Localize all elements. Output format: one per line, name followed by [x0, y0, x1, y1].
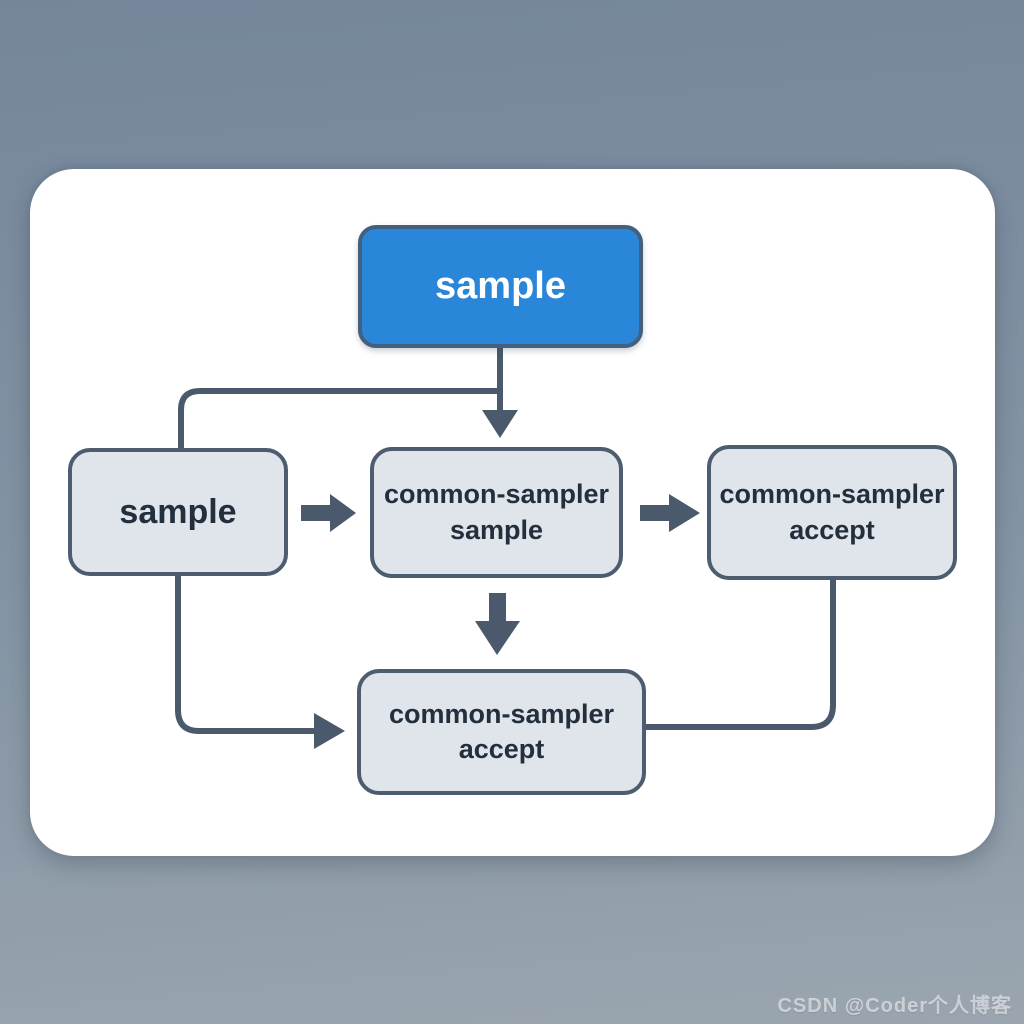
node-common-sampler-accept-right: common-sampler accept — [707, 445, 957, 580]
node-sample: sample — [68, 448, 288, 576]
node-sample-entry: sample — [358, 225, 643, 348]
node-label-line2: sample — [449, 514, 544, 545]
node-label: sample — [435, 264, 566, 307]
node-label-line2: accept — [458, 734, 545, 764]
node-common-sampler-sample: common-sampler sample — [370, 447, 623, 578]
node-label-line1: common-sampler — [719, 479, 945, 510]
node-label-line2: accept — [789, 514, 875, 545]
node-label-line1: common-sampler — [383, 479, 610, 510]
watermark: CSDN @Coder个人博客 — [777, 995, 1012, 1017]
node-label: sample — [119, 492, 237, 531]
node-label-line1: common-sampler — [388, 698, 615, 729]
node-common-sampler-accept-bottom: common-sampler accept — [357, 669, 646, 795]
